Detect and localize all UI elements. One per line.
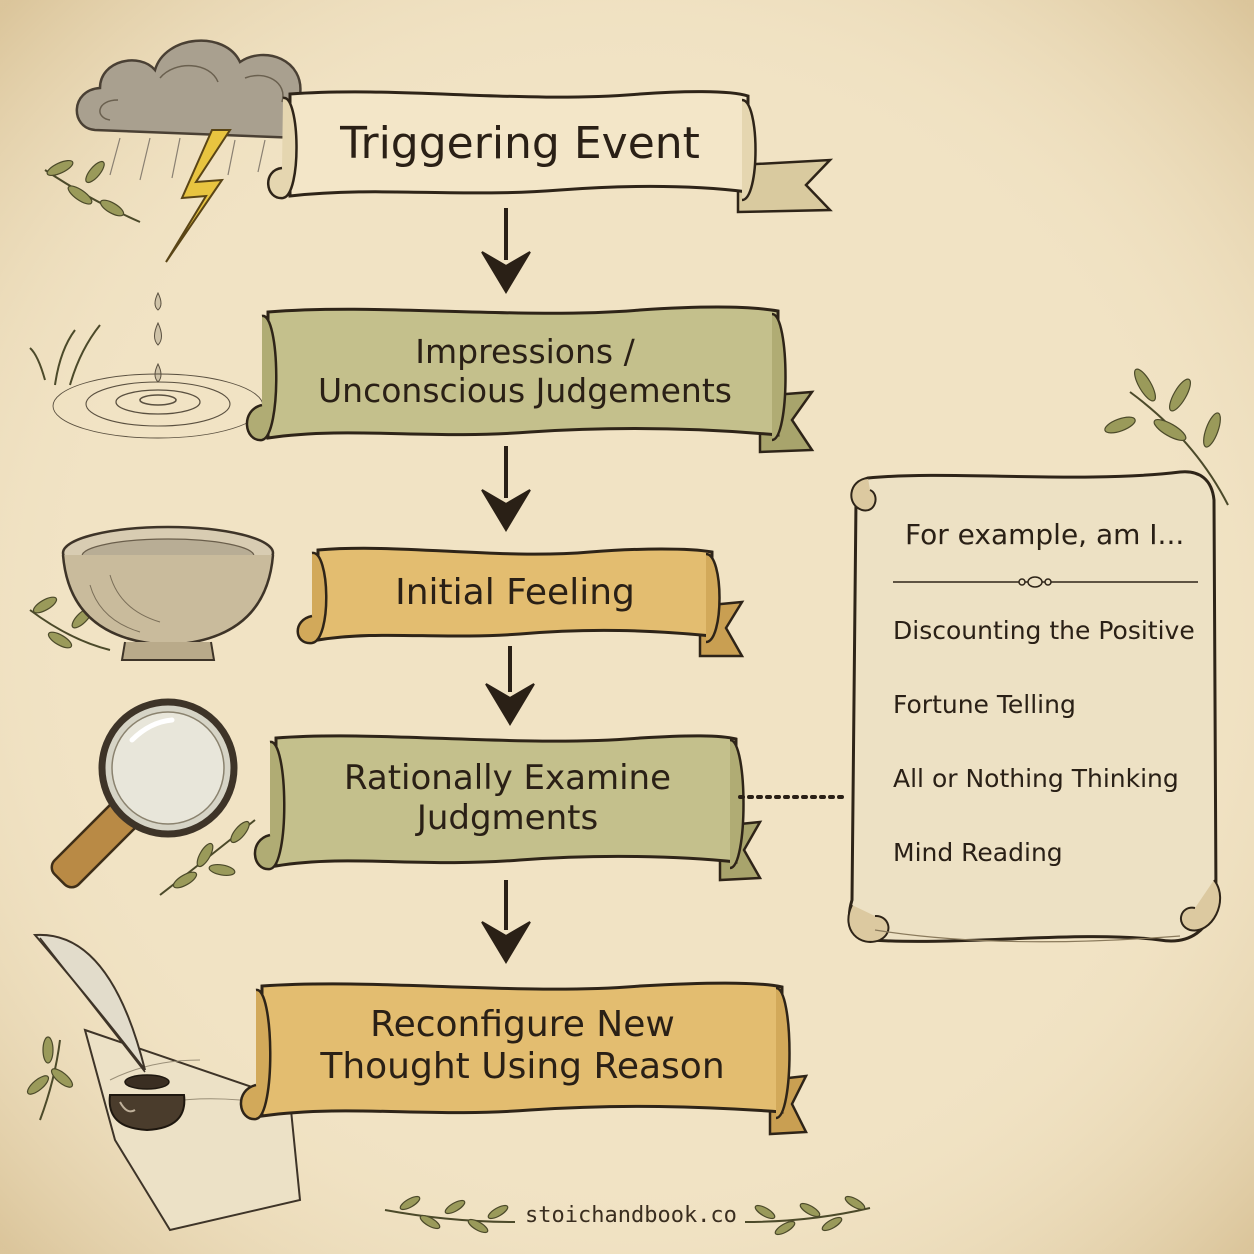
magnifying-glass-icon <box>50 698 238 889</box>
step-impressions-label: Impressions / Unconscious Judgements <box>280 316 770 428</box>
flow-arrow <box>481 446 531 532</box>
examples-heading: For example, am I... <box>905 518 1185 551</box>
lightning-icon <box>165 129 232 263</box>
step-initial-feeling-label: Initial Feeling <box>325 554 705 632</box>
step-triggering-event-label: Triggering Event <box>300 100 740 188</box>
step-rationally-examine-label: Rationally Examine Judgments <box>285 742 730 854</box>
banner-reconfigure <box>239 981 809 1136</box>
step-label-line: Rationally Examine <box>344 757 671 798</box>
flow-arrow <box>481 880 531 964</box>
quill-ink-icon <box>32 933 302 1232</box>
example-item: Discounting the Positive <box>893 616 1195 645</box>
footer-site-link[interactable]: stoichandbook.co <box>525 1203 737 1228</box>
banner-impressions <box>245 305 815 454</box>
olive-branch-icon <box>384 1195 516 1234</box>
olive-branch-icon <box>1104 368 1229 506</box>
example-item: Mind Reading <box>893 838 1063 867</box>
banner-initial-feeling <box>296 546 745 658</box>
step-reconfigure-label: Reconfigure New Thought Using Reason <box>270 990 775 1102</box>
olive-branch-icon <box>744 1195 871 1236</box>
olive-branch-icon <box>26 1036 74 1121</box>
step-label-line: Reconfigure New <box>370 1003 675 1045</box>
step-label-line: Initial Feeling <box>395 571 635 613</box>
example-scroll <box>847 470 1222 943</box>
olive-branch-icon <box>159 819 256 896</box>
step-label-line: Impressions / <box>415 332 635 372</box>
example-item: Fortune Telling <box>893 690 1076 719</box>
banner-triggering-event <box>267 90 834 214</box>
step-label-line: Unconscious Judgements <box>318 371 732 410</box>
olive-branch-icon <box>44 159 141 223</box>
flow-arrow <box>485 646 535 726</box>
step-label-line: Judgments <box>416 798 599 838</box>
step-label-line: Triggering Event <box>340 118 700 170</box>
step-label-line: Thought Using Reason <box>320 1046 725 1087</box>
flow-arrow <box>481 208 531 294</box>
divider-ornament-icon <box>1018 576 1052 588</box>
banner-rationally-examine <box>253 734 763 882</box>
example-item: All or Nothing Thinking <box>893 764 1179 793</box>
bowl-icon <box>61 525 275 661</box>
